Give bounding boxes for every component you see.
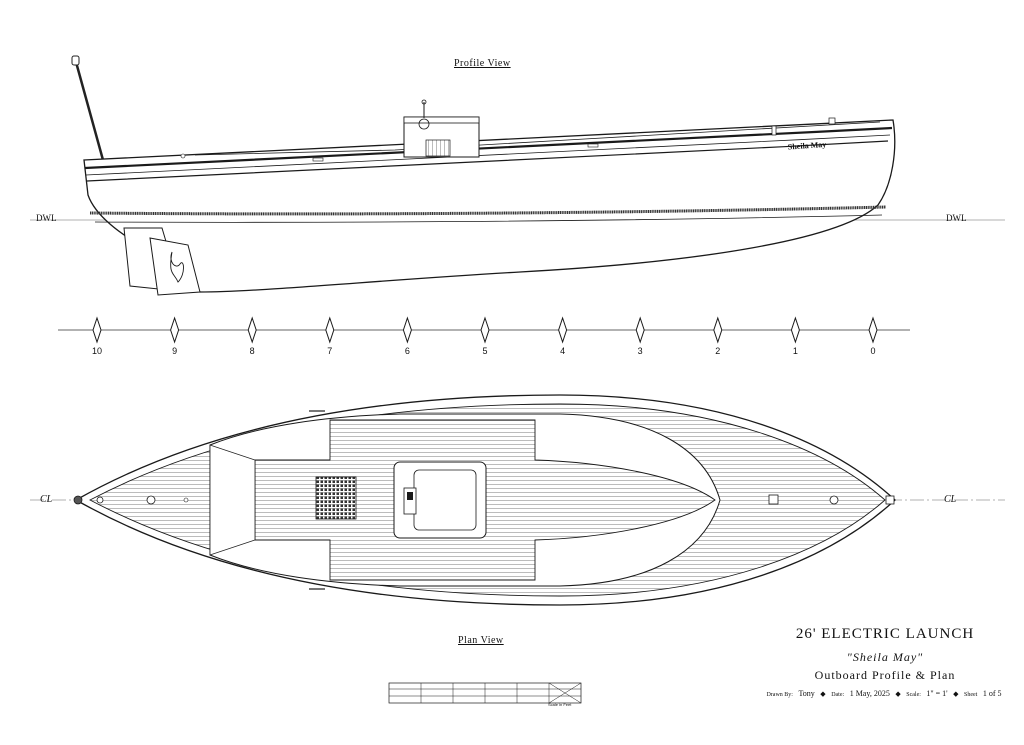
station-label: 5 — [482, 346, 488, 356]
station-label: 0 — [870, 346, 876, 356]
station-label: 8 — [249, 346, 255, 356]
sheet-value: 1 of 5 — [982, 689, 1002, 698]
station-label: 10 — [91, 346, 102, 356]
station-line — [58, 316, 910, 344]
station-label: 2 — [715, 346, 721, 356]
station-label: 9 — [172, 346, 178, 356]
date-value: 1 May, 2025 — [849, 689, 890, 698]
station-label: 6 — [404, 346, 410, 356]
drawing-title: 26' ELECTRIC LAUNCH — [795, 626, 975, 642]
station-mark — [402, 316, 412, 344]
centerline-label-left: CL — [40, 494, 53, 505]
propeller — [170, 251, 184, 283]
centerline-label-right: CL — [944, 494, 957, 505]
station-mark — [790, 316, 800, 344]
station-label: 4 — [560, 346, 566, 356]
plan-view-title: Plan View — [458, 635, 504, 646]
drawn-by-label: Drawn By: — [766, 692, 793, 698]
station-label: 1 — [792, 346, 798, 356]
hull-boat-name: Sheila May — [788, 140, 827, 152]
scale-bar — [388, 682, 582, 704]
date-label: Date: — [831, 692, 845, 698]
profile-view: Sheila May — [30, 55, 1005, 296]
plan-view — [30, 394, 1005, 606]
station-label: 7 — [327, 346, 333, 356]
station-mark — [325, 316, 335, 344]
title-block-info: Drawn By: Tony ◆ Date: 1 May, 2025 ◆ Sca… — [762, 689, 1006, 698]
sheet-label: Sheet — [964, 692, 978, 698]
station-mark — [170, 316, 180, 344]
scale-value: 1" = 1' — [926, 689, 948, 698]
scale-label: Scale: — [906, 692, 921, 698]
waterline-label-left: DWL — [36, 213, 57, 223]
station-mark — [92, 316, 102, 344]
station-mark — [868, 316, 878, 344]
flagstaff — [74, 61, 105, 161]
profile-view-title: Profile View — [454, 58, 511, 69]
separator-diamond-icon: ◆ — [820, 690, 826, 698]
separator-diamond-icon: ◆ — [895, 690, 901, 698]
station-label: 3 — [637, 346, 643, 356]
floor-grate — [315, 476, 357, 520]
station-mark — [635, 316, 645, 344]
station-mark — [247, 316, 257, 344]
station-mark — [558, 316, 568, 344]
scale-bar-caption: Scale in Feet — [548, 702, 572, 707]
station-mark — [713, 316, 723, 344]
waterline-label-right: DWL — [946, 213, 967, 223]
hull-profile — [83, 119, 896, 293]
separator-diamond-icon: ◆ — [953, 690, 959, 698]
drawn-by-value: Tony — [798, 689, 815, 698]
station-mark — [480, 316, 490, 344]
boat-name: "Sheila May" — [846, 650, 924, 664]
sheet-description: Outboard Profile & Plan — [814, 668, 956, 682]
